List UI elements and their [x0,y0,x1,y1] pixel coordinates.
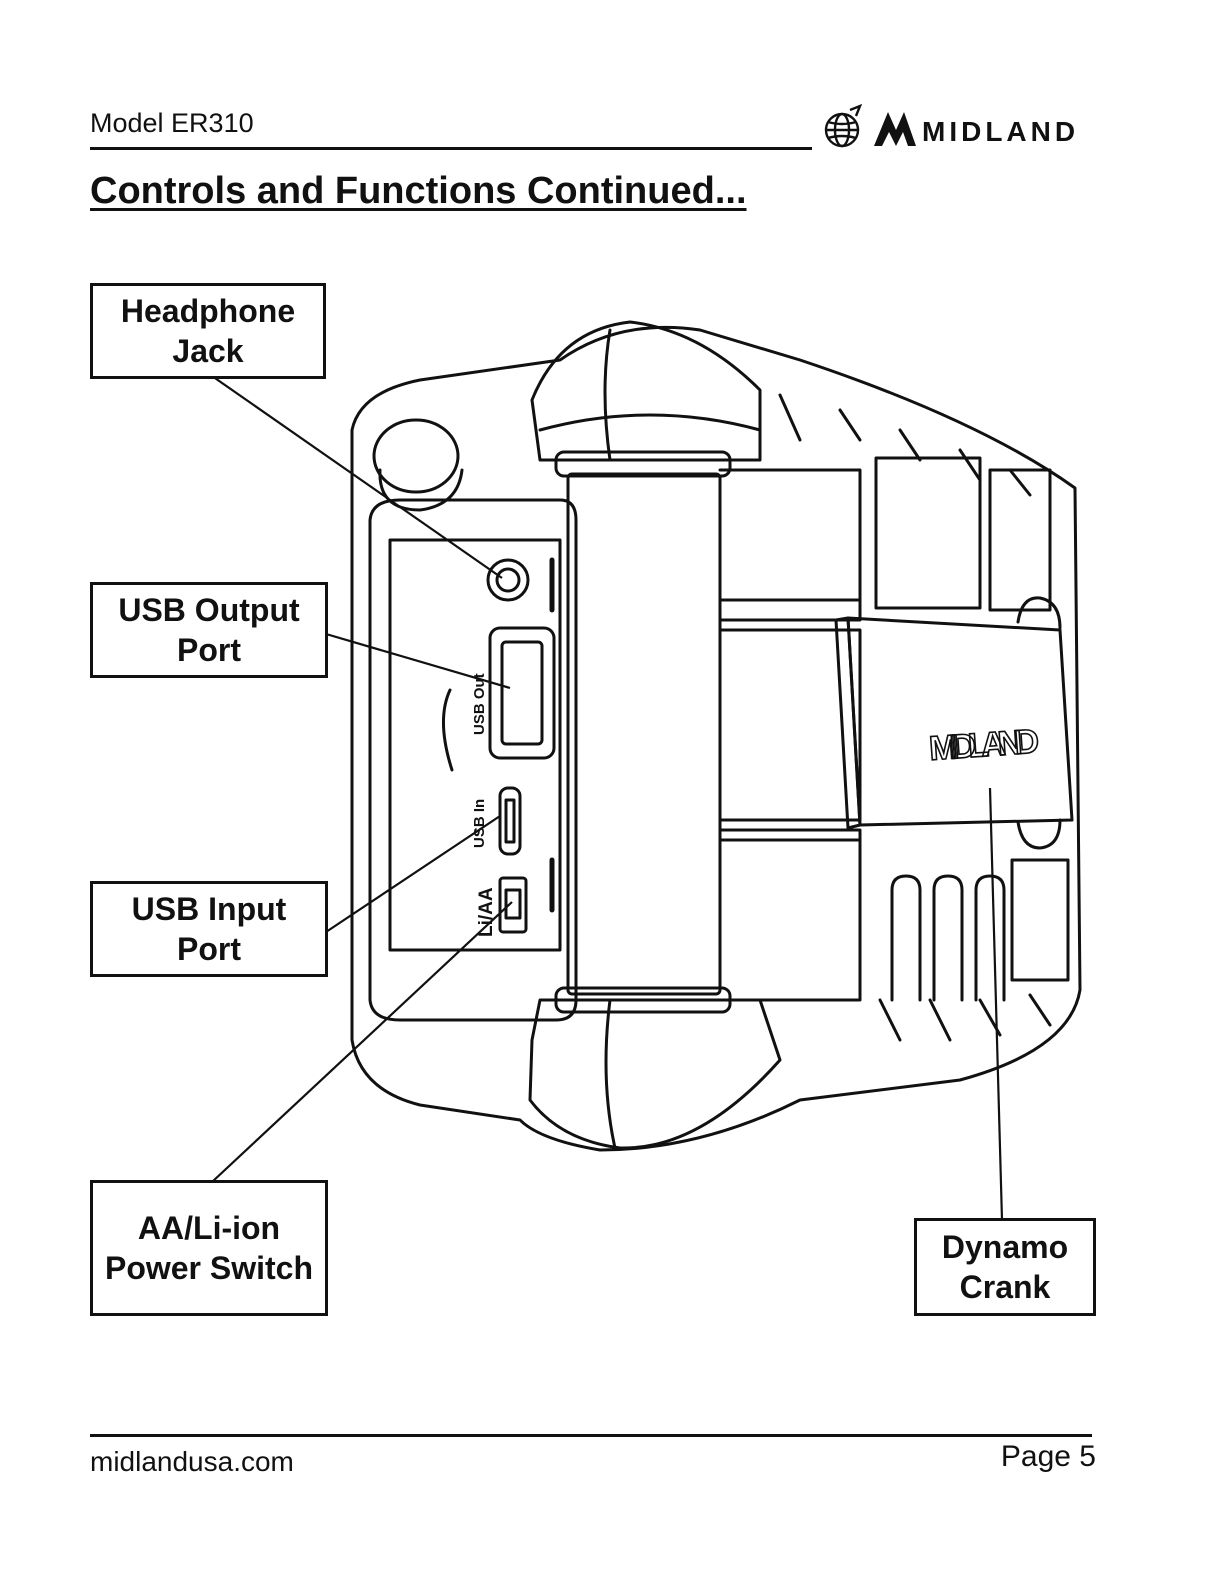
usb-in-label: USB In [471,799,488,848]
footer-url: midlandusa.com [90,1446,294,1478]
callout-line: Port [177,929,241,969]
callout-line: Power Switch [105,1248,313,1288]
usb-output-callout: USB Output Port [90,582,328,678]
callout-line: AA/Li-ion [138,1208,280,1248]
callout-line: Headphone [121,291,295,331]
callout-line: Crank [960,1267,1051,1307]
footer-divider [90,1434,1092,1437]
callout-line: Jack [172,331,243,371]
usb-output-leader-line [326,634,510,688]
callout-line: Dynamo [942,1227,1068,1267]
callout-line: Port [177,630,241,670]
headphone-jack-callout: Headphone Jack [90,283,326,379]
callout-line: USB Output [118,590,299,630]
dynamo-crank-callout: Dynamo Crank [914,1218,1096,1316]
headphone-leader-line [212,376,502,578]
dynamo-leader-line [990,788,1002,1220]
usb-input-callout: USB Input Port [90,881,328,977]
li-aa-label: Li/AA [476,887,497,937]
power-switch-callout: AA/Li-ion Power Switch [90,1180,328,1316]
usb-out-label: USB Out [471,673,488,735]
page-number: Page 5 [1001,1440,1096,1474]
callout-line: USB Input [132,889,287,929]
device-brand-logo: MIDLAND [928,722,1040,768]
